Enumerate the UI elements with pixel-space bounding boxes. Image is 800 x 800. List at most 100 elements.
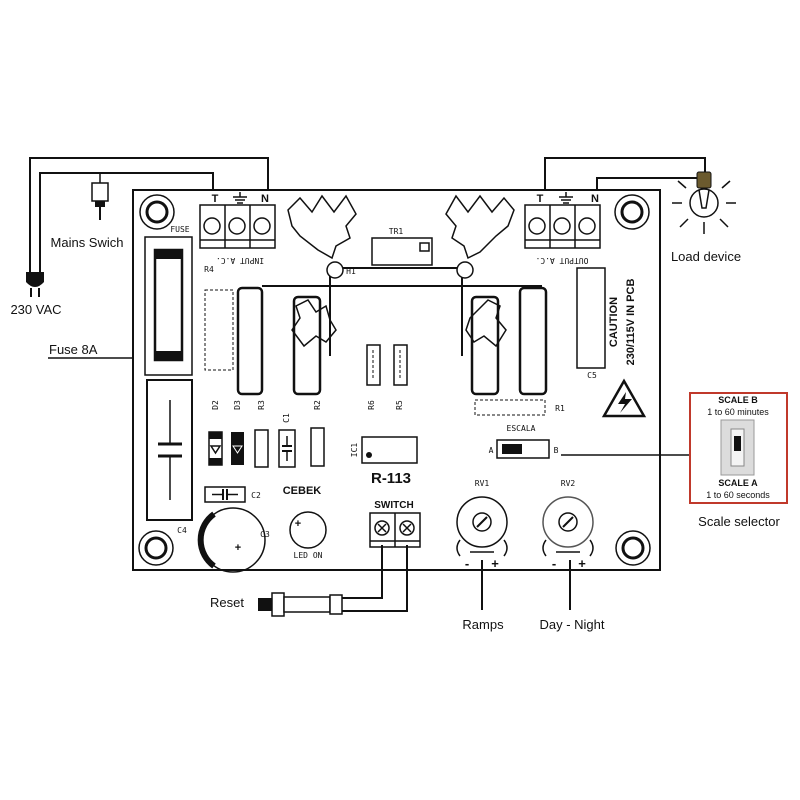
rv1-minus-sign: - [465, 556, 469, 571]
r1-label: R1 [555, 404, 565, 413]
reset-pushbutton-icon [258, 592, 343, 617]
rv1-plus-sign: + [491, 556, 499, 571]
hole-inner [620, 200, 644, 224]
r6-body [366, 344, 381, 386]
fuse-cap [155, 351, 182, 360]
escala-a-label: A [489, 446, 494, 455]
switch-body [91, 182, 109, 202]
output-ac-label: OUTPUT A.C. [536, 256, 589, 265]
screw-icon [578, 217, 596, 235]
escala-switch-knob [502, 444, 522, 454]
ramps-label: Ramps [462, 617, 504, 632]
brand-label: CEBEK [283, 485, 322, 497]
scale-b-title: SCALE B [718, 395, 758, 405]
rv1-label: RV1 [475, 479, 490, 488]
tr1-label: TR1 [389, 227, 404, 236]
c4-label: C4 [177, 526, 187, 535]
rv2-plus-sign: + [578, 556, 586, 571]
bulb-ray [719, 218, 729, 228]
mounting-hole-top-left [139, 194, 175, 230]
c2-body [204, 486, 246, 503]
reset-body [283, 596, 331, 613]
plug-icon [26, 272, 44, 297]
triangle-outline [601, 378, 647, 418]
fuse-cap [155, 250, 182, 259]
screw-cross [377, 523, 387, 533]
tr1-tab [419, 242, 430, 252]
bulb-ray [721, 180, 731, 189]
diode-symbol [232, 445, 243, 454]
h1-label: H1 [346, 267, 356, 276]
switch-nut [95, 201, 105, 207]
potentiometer-rv1 [456, 496, 508, 557]
reset-terminal [329, 594, 343, 615]
scale-switch-knob [734, 436, 741, 451]
heatsink-fin [287, 194, 357, 260]
lightning-bolt [618, 392, 632, 413]
ground-symbol [233, 192, 247, 204]
fuse-pcb-label: FUSE [170, 225, 189, 234]
mounting-hole-bottom-left [138, 530, 174, 566]
mounting-hole-bottom-right [615, 530, 651, 566]
ic1-chip [361, 436, 418, 464]
rv2-slot [562, 516, 574, 528]
capacitor-c1 [278, 429, 296, 468]
warning-triangle-icon [601, 378, 647, 418]
d2-band [209, 458, 222, 465]
bulb-ray [677, 180, 687, 189]
rv1-knob [472, 512, 492, 532]
ic1-pin1-dot [366, 452, 372, 458]
c2-label: C2 [251, 491, 261, 500]
switch-terminal-label: SWITCH [374, 500, 413, 511]
reset-knob [258, 598, 272, 611]
capacitor-c5 [576, 267, 606, 369]
heatsink-screw [456, 261, 474, 279]
screw-icon [553, 217, 571, 235]
screw-icon [228, 217, 246, 235]
resistor-r5 [393, 344, 408, 386]
screw-icon [203, 217, 221, 235]
rv2-arrow-left [542, 539, 547, 557]
scale-selector-callout: SCALE B 1 to 60 minutes SCALE A 1 to 60 … [689, 392, 788, 504]
heatsink [236, 194, 548, 396]
reset-label: Reset [210, 595, 244, 610]
c5-label: C5 [587, 371, 597, 380]
switch-terminal-block [369, 512, 421, 548]
d3-body [231, 432, 244, 465]
hole-inner [145, 200, 169, 224]
diode-d2 [208, 431, 223, 466]
ground-symbol [559, 192, 573, 204]
input-ac-label: INPUT A.C. [216, 256, 264, 265]
heatsink-screw [326, 261, 344, 279]
terminal-l-label: T [212, 193, 219, 205]
heatsink-clip [518, 286, 548, 396]
escala-slide-switch [496, 439, 550, 459]
scale-a-title: SCALE A [718, 478, 758, 488]
screw-cross [402, 523, 412, 533]
c1-label: C1 [282, 413, 291, 423]
hole-inner [144, 536, 168, 560]
capacitor-c4 [146, 379, 193, 521]
load-wire-1 [544, 157, 706, 205]
rv2-knob [558, 512, 578, 532]
rv2-arrow-right [589, 539, 594, 557]
rv2-body [542, 496, 594, 548]
neutral-wire [29, 157, 269, 272]
rv1-slot [476, 516, 488, 528]
mounting-hole-top-right [614, 194, 650, 230]
fuse-label: Fuse 8A [49, 342, 98, 357]
resistor-r3 [254, 429, 269, 468]
heatsink-fin [445, 194, 515, 260]
resistor-r2 [310, 427, 325, 467]
c3-label: C3 [260, 530, 270, 539]
lightbulb-icon [672, 171, 736, 234]
fuse-outline [144, 236, 193, 376]
hole-ring [138, 530, 174, 566]
bulb-ray [679, 218, 689, 228]
heatsink-clip [292, 295, 322, 396]
c4-outline [146, 379, 193, 521]
r5-label: R5 [395, 400, 404, 410]
resistor-r6 [366, 344, 381, 386]
terminal-l-label: T [537, 193, 544, 205]
